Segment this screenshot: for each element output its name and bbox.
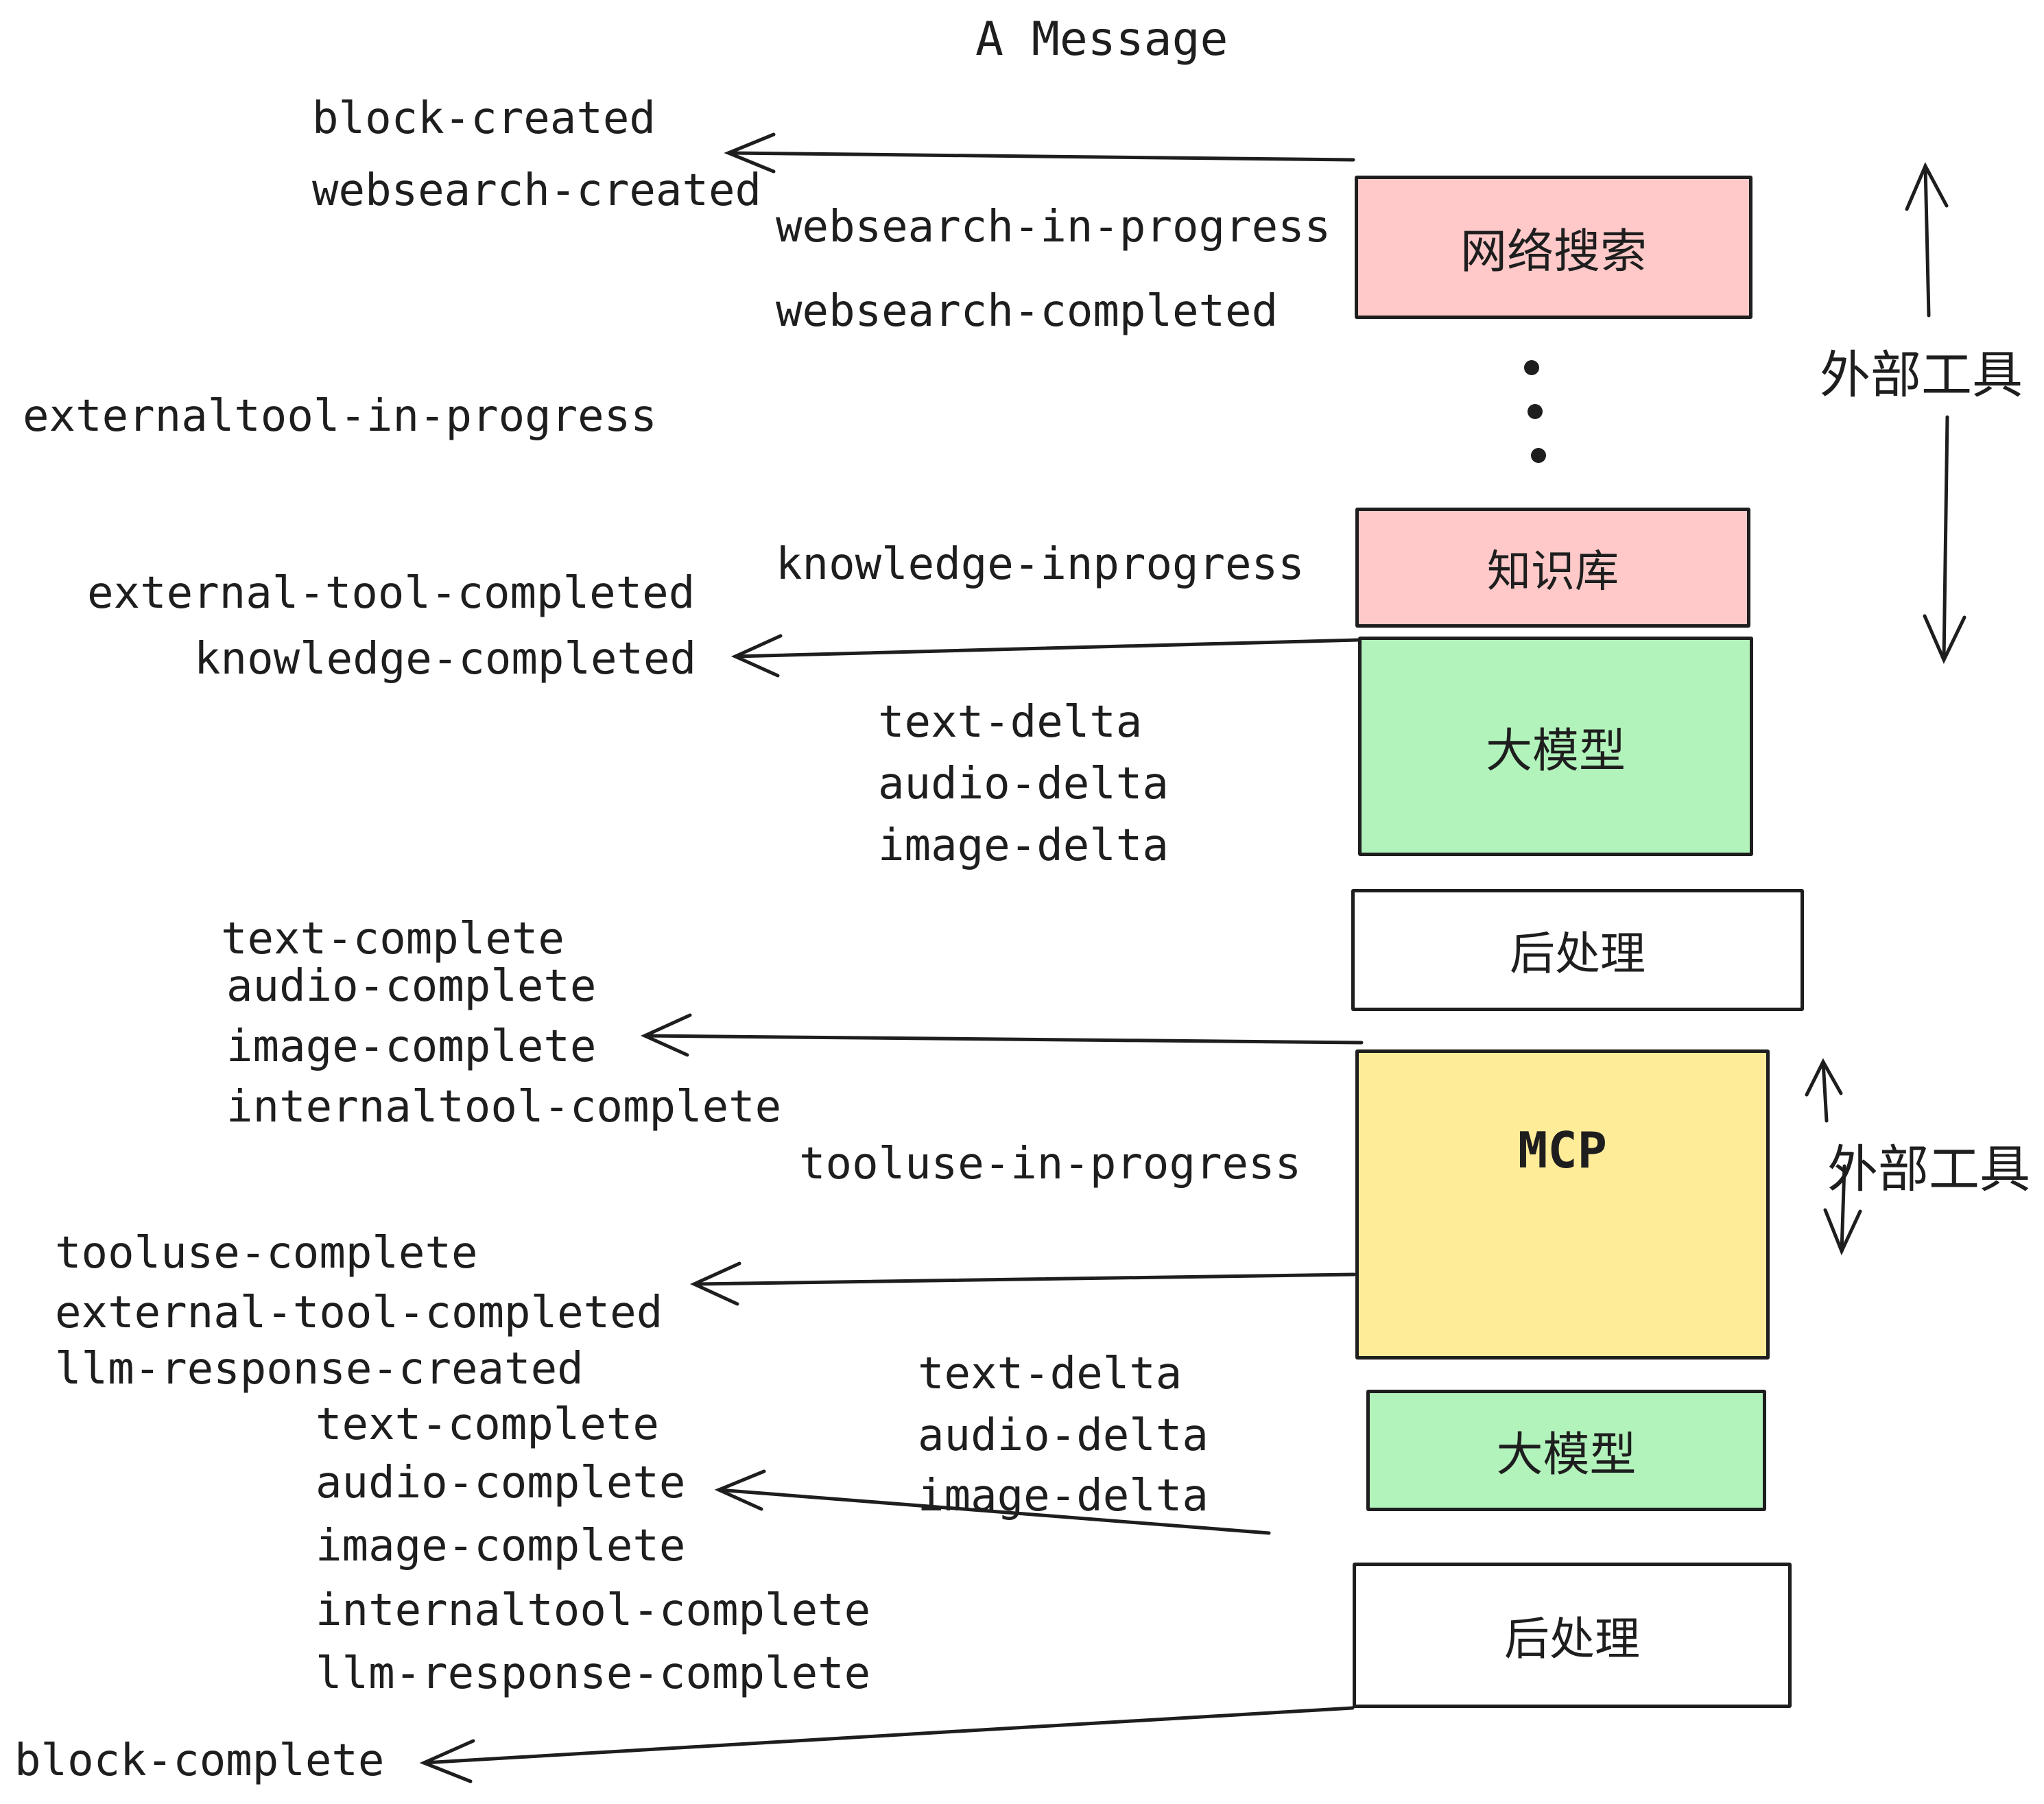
event-image-complete: image-complete [226,1021,597,1072]
event-tooluse-in-progress: tooluse-in-progress [799,1139,1302,1189]
mcp-external-up-arrow-icon [1805,1058,1843,1123]
event-internaltool-complete: internaltool-complete [226,1082,782,1132]
node-llm-2: 大模型 [1366,1390,1766,1511]
event-knowledge-completed: knowledge-completed [194,634,697,685]
event-text-delta: text-delta [878,697,1143,748]
event-knowledge-inprogress: knowledge-inprogress [776,539,1305,590]
event-block-created: block-created [312,93,656,144]
node-postprocess: 后处理 [1351,889,1804,1011]
arrow-postprocess-to-block-complete-icon [419,1706,1355,1783]
event-image-delta: image-delta [878,820,1169,871]
event-block-complete: block-complete [14,1735,385,1786]
arrow-llm-to-knowledge-completed-icon [730,634,1360,678]
event-image-delta-2: image-delta [918,1471,1209,1521]
event-audio-delta: audio-delta [878,759,1169,809]
event-llm-response-created: llm-response-created [55,1344,584,1394]
event-text-delta-2: text-delta [918,1349,1183,1399]
arrow-websearch-to-created-icon [724,132,1355,174]
event-websearch-created: websearch-created [312,165,762,216]
event-websearch-completed: websearch-completed [776,286,1279,337]
event-text-complete-2: text-complete [316,1399,659,1450]
event-llm-response-complete: llm-response-complete [316,1648,871,1699]
arrow-mcp-to-tooluse-complete-icon [689,1261,1356,1306]
event-audio-complete-2: audio-complete [316,1458,686,1508]
diagram-title: A Message [975,12,1228,67]
node-postprocess-2: 后处理 [1353,1563,1792,1708]
external-tools-label: 外部工具 [1820,346,2023,405]
node-websearch: 网络搜索 [1355,176,1752,319]
arrow-mcp-to-complete-icon [640,1013,1364,1057]
event-tooluse-complete: tooluse-complete [55,1228,478,1279]
event-external-tool-completed-2: external-tool-completed [55,1287,663,1338]
node-llm: 大模型 [1358,637,1753,856]
node-knowledge-base: 知识库 [1355,508,1750,628]
event-external-tool-completed: external-tool-completed [87,568,696,619]
event-websearch-in-progress: websearch-in-progress [776,202,1331,252]
event-text-complete: text-complete [221,914,565,964]
event-audio-complete: audio-complete [226,961,597,1012]
event-externaltool-in-progress: externaltool-in-progress [23,391,657,442]
external-tools-up-arrow-icon [1905,162,1949,318]
node-mcp: MCP [1355,1049,1770,1360]
external-tools-label-2: 外部工具 [1827,1140,2030,1199]
external-tools-down-arrow-icon [1923,415,1966,664]
event-audio-delta-2: audio-delta [918,1410,1209,1461]
event-internaltool-complete-2: internaltool-complete [316,1585,871,1636]
arrow-llm2-to-complete-icon [714,1469,1271,1535]
ellipsis-dots-icon [1524,360,1546,463]
event-image-complete-2: image-complete [316,1521,686,1571]
mcp-external-down-arrow-icon [1823,1164,1862,1256]
